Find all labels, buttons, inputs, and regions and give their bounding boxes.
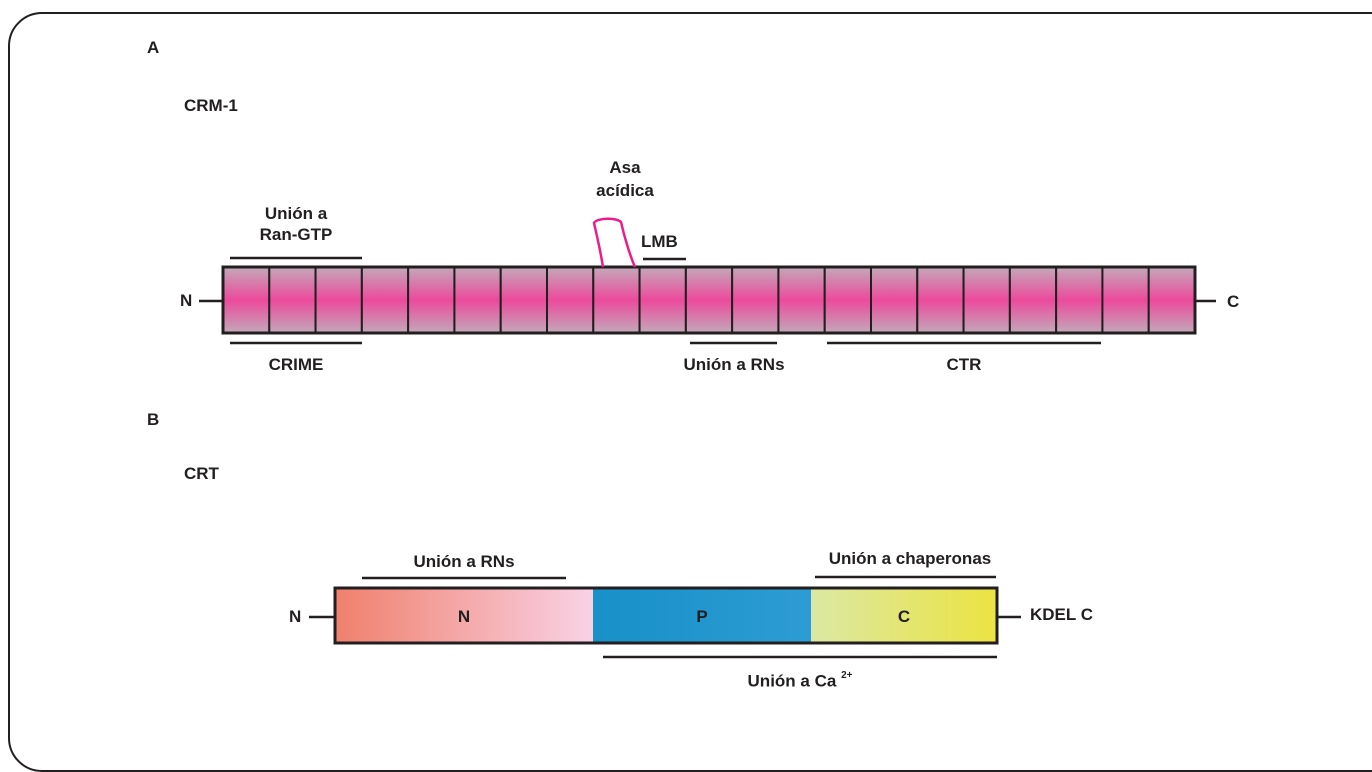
crm1-segment: [1101, 266, 1150, 334]
crt-title: CRT: [184, 464, 219, 483]
crt-domain-c-fill: [811, 588, 997, 643]
crm1-segment: [870, 266, 919, 334]
crt-domain-c-label: C: [897, 607, 911, 626]
crm1-bar-outline: [221, 265, 1197, 335]
crm1-c-terminus-label: C: [1227, 292, 1240, 311]
crm1-segment: [962, 266, 1011, 334]
crm1-segment: [453, 266, 502, 334]
diagram-graphics: [199, 217, 1216, 659]
crt-bar-outline: [333, 586, 999, 645]
crm1-diagram: [199, 217, 1216, 345]
crm1-segment: [1008, 266, 1058, 334]
crm1-segment: [499, 266, 548, 334]
crm1-segment: [777, 266, 826, 334]
crt-n-terminus-label: N: [289, 607, 302, 626]
chaperonas-label: Unión a chaperonas: [828, 549, 992, 568]
ran-gtp-label-line1: Unión a: [264, 204, 328, 223]
crm1-segment: [592, 266, 641, 334]
lmb-label: LMB: [641, 232, 678, 251]
ran-gtp-label-line2: Ran-GTP: [259, 225, 333, 244]
crm1-segment: [1147, 266, 1196, 334]
crm1-segment: [360, 266, 410, 334]
acidic-loop-label-line2: acídica: [596, 181, 654, 200]
rns-label-b: Unión a RNs: [413, 552, 515, 571]
crm1-segment: [684, 266, 734, 334]
crm1-segment: [268, 266, 317, 334]
ca-binding-text: Unión a Ca: [747, 671, 837, 691]
crm1-segment: [916, 266, 965, 334]
crt-domain-p-fill: [593, 588, 811, 643]
panel-a-letter: A: [147, 38, 160, 57]
crm1-segment: [1055, 266, 1104, 334]
acidic-loop-shape: [592, 217, 637, 268]
crm1-segment: [546, 266, 595, 334]
crt-domain-p-label: P: [696, 607, 708, 626]
crm1-n-terminus-label: N: [180, 291, 193, 310]
crm1-segment: [638, 266, 687, 334]
ca-binding-label: Unión a Ca 2+: [680, 668, 920, 692]
crm1-segment: [222, 266, 271, 334]
crm1-segment: [314, 266, 363, 334]
crt-domain-n-fill: [335, 588, 593, 643]
crm1-segment: [731, 266, 780, 334]
ctr-label: CTR: [946, 355, 982, 374]
crm1-segment: [823, 266, 873, 334]
crime-label: CRIME: [268, 355, 324, 374]
panel-b-letter: B: [147, 410, 160, 429]
crt-c-terminus-label: KDEL C: [1030, 605, 1093, 624]
crm1-segment: [407, 266, 456, 334]
figure: A CRM-1 N C Unión a Ran-GTP Asa acídica …: [8, 12, 1372, 772]
ca-charge-superscript: 2+: [841, 670, 853, 681]
acidic-loop-label-line1: Asa: [609, 158, 641, 177]
crm1-segments: [222, 266, 1196, 334]
crm1-title: CRM-1: [184, 96, 238, 115]
rns-label-a: Unión a RNs: [683, 355, 785, 374]
crt-domain-n-label: N: [457, 607, 471, 626]
crt-diagram: [309, 575, 1021, 659]
